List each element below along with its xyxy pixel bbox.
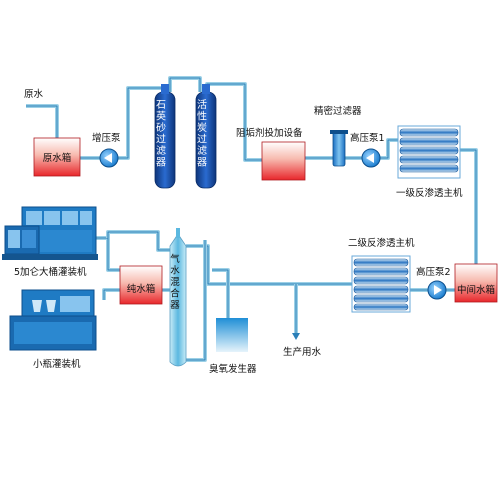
ozone-label: 臭氧发生器	[209, 363, 257, 375]
ro-stage1-unit	[397, 125, 461, 179]
mixer-label: 气水混合器	[170, 253, 180, 311]
antiscalant-label: 阻垢剂投加设备	[236, 127, 303, 139]
ro2-label: 二级反渗透主机	[348, 237, 415, 249]
arrow-down-icon	[292, 333, 300, 340]
hp-pump2-label: 高压泵2	[416, 266, 451, 278]
pure-tank-label: 纯水箱	[127, 283, 156, 295]
precision-filter-label: 精密过滤器	[314, 105, 362, 117]
booster-pump-icon	[99, 148, 119, 168]
quartz-sand-filter	[154, 84, 176, 189]
raw-water-label: 原水	[24, 88, 44, 100]
production-water-label: 生产用水	[283, 346, 322, 358]
pure-water-tank: 纯水箱	[119, 265, 163, 305]
raw-tank-label: 原水箱	[43, 152, 72, 164]
antiscalant-dosing-unit	[261, 141, 306, 181]
bottle-filling-machine	[9, 289, 97, 351]
bottle-filler-label: 小瓶灌装机	[33, 358, 81, 370]
hp-pump1-label: 高压泵1	[350, 132, 385, 144]
ro-stage2-unit	[351, 255, 411, 313]
mid-tank-label: 中间水箱	[457, 284, 495, 296]
activated-carbon-filter	[195, 84, 217, 189]
booster-pump-label: 增压泵	[92, 132, 121, 144]
barrel-filling-machine	[2, 206, 98, 260]
ozone-generator	[216, 318, 248, 352]
pipes	[26, 76, 478, 362]
precision-filter	[330, 130, 348, 167]
raw-water-tank: 原水箱	[33, 137, 81, 177]
quartz-filter-label: 石英砂过滤器	[156, 100, 166, 169]
barrel-filler-label: 5加仑大桶灌装机	[14, 266, 87, 278]
gas-water-mixer	[169, 228, 187, 367]
carbon-filter-label: 活性炭过滤器	[197, 99, 207, 169]
ro1-label: 一级反渗透主机	[396, 187, 463, 199]
high-pressure-pump-2-icon	[427, 280, 447, 300]
intermediate-water-tank: 中间水箱	[454, 263, 498, 303]
high-pressure-pump-1-icon	[361, 148, 381, 168]
